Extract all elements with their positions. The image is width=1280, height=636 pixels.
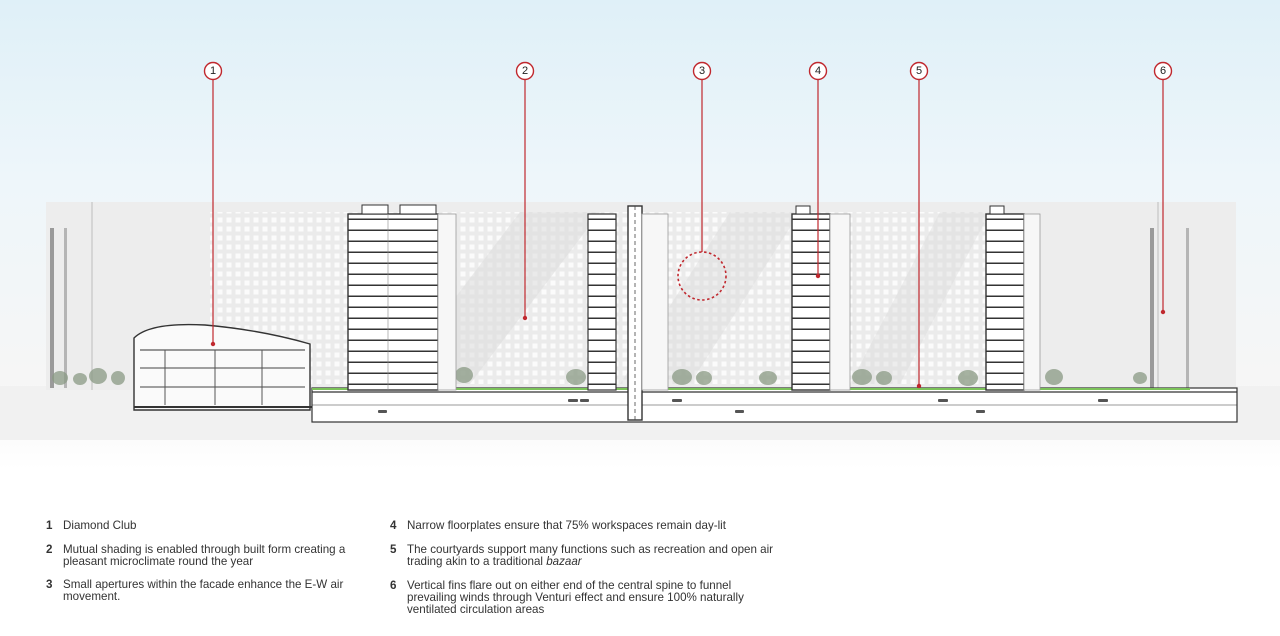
trees bbox=[52, 367, 1147, 386]
legend-text: Vertical fins flare out on either end of… bbox=[407, 579, 744, 616]
legend-text-emphasis: bazaar bbox=[546, 555, 582, 568]
legend-text: Small apertures within the facade enhanc… bbox=[63, 578, 344, 603]
diamond-club-building bbox=[133, 323, 312, 411]
marker-4-label: 4 bbox=[815, 65, 821, 77]
marker-2: 2 bbox=[515, 61, 535, 81]
legend-text: Narrow floorplates ensure that 75% works… bbox=[407, 519, 726, 532]
legend-column-left: 1 Diamond Club 2 Mutual shading is enabl… bbox=[46, 520, 381, 603]
legend-number: 4 bbox=[390, 519, 397, 532]
legend-item-1: 1 Diamond Club bbox=[46, 520, 381, 532]
marker-1: 1 bbox=[203, 61, 223, 81]
basement-cars bbox=[378, 399, 1108, 413]
leader-lines bbox=[212, 80, 1164, 386]
marker-5-label: 5 bbox=[916, 65, 922, 77]
legend-column-right: 4 Narrow floorplates ensure that 75% wor… bbox=[390, 520, 780, 616]
legend-item-6: 6 Vertical fins flare out on either end … bbox=[390, 580, 780, 616]
podium-basement bbox=[311, 387, 1238, 423]
legend-number: 6 bbox=[390, 579, 397, 592]
legend-item-2: 2 Mutual shading is enabled through buil… bbox=[46, 544, 381, 568]
legend-text: The courtyards support many functions su… bbox=[407, 543, 774, 568]
legend-text: Mutual shading is enabled through built … bbox=[63, 543, 346, 568]
legend-number: 2 bbox=[46, 543, 53, 556]
legend-item-3: 3 Small apertures within the facade enha… bbox=[46, 579, 381, 603]
marker-3-label: 3 bbox=[699, 65, 705, 77]
marker-3: 3 bbox=[692, 61, 712, 81]
tower-a bbox=[347, 204, 457, 391]
marker-5: 5 bbox=[909, 61, 929, 81]
legend-text: Diamond Club bbox=[63, 519, 137, 532]
section-diagram: 1 2 3 4 5 6 bbox=[0, 61, 1280, 440]
marker-2-label: 2 bbox=[522, 65, 528, 77]
legend-item-5: 5 The courtyards support many functions … bbox=[390, 544, 780, 568]
legend-number: 3 bbox=[46, 578, 53, 591]
marker-4: 4 bbox=[808, 61, 828, 81]
tower-b bbox=[791, 205, 851, 391]
marker-1-label: 1 bbox=[210, 65, 216, 77]
marker-6: 6 bbox=[1153, 61, 1173, 81]
marker-6-label: 6 bbox=[1160, 65, 1166, 77]
legend-item-4: 4 Narrow floorplates ensure that 75% wor… bbox=[390, 520, 780, 532]
legend-number: 1 bbox=[46, 519, 53, 532]
tower-c bbox=[985, 205, 1041, 391]
central-spine bbox=[587, 205, 669, 421]
leader-endpoints bbox=[210, 273, 1166, 389]
legend-number: 5 bbox=[390, 543, 397, 556]
